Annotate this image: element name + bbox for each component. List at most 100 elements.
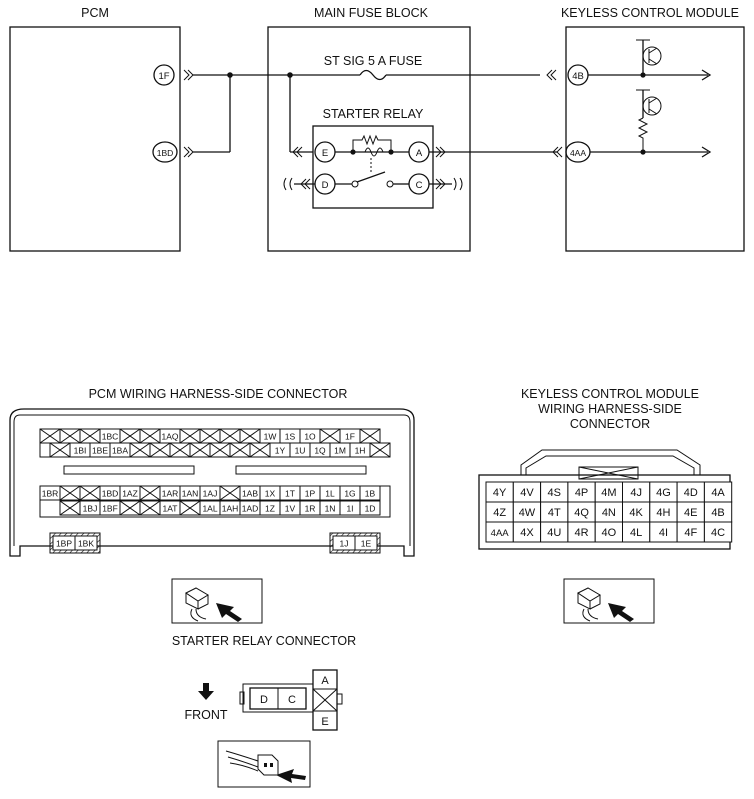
- switch-contact: [386, 180, 394, 188]
- svg-text:1E: 1E: [361, 538, 372, 548]
- connector-pin: 1I: [339, 500, 361, 516]
- svg-text:1AR: 1AR: [162, 488, 179, 498]
- svg-text:1I: 1I: [346, 503, 353, 513]
- svg-text:A: A: [416, 148, 423, 159]
- connector-pin: 1BR: [39, 485, 61, 501]
- connector-pin: 1AJ: [199, 485, 221, 501]
- svg-text:1B: 1B: [365, 488, 376, 498]
- connector-pin: 1U: [289, 442, 311, 458]
- svg-text:1AZ: 1AZ: [122, 488, 138, 498]
- connector-pin: 4T: [540, 501, 569, 523]
- svg-text:4B: 4B: [572, 71, 584, 82]
- svg-text:4Y: 4Y: [493, 487, 507, 499]
- connector-pin-empty: [139, 428, 161, 444]
- svg-text:1BD: 1BD: [157, 148, 174, 158]
- connector-pin: 1BP: [52, 535, 76, 551]
- svg-text:1BJ: 1BJ: [83, 503, 98, 513]
- connector-pin-empty: [319, 428, 341, 444]
- svg-text:4A: 4A: [711, 487, 725, 499]
- svg-text:1O: 1O: [304, 431, 316, 441]
- connector-pin-empty: [189, 442, 211, 458]
- relay-coil: [364, 147, 384, 157]
- arrow-icon: [701, 146, 712, 158]
- connector-chevron: [183, 146, 194, 158]
- connector-pin: 4J: [622, 481, 651, 503]
- connector-pin: 1O: [299, 428, 321, 444]
- connector-pin: 1BD: [99, 485, 121, 501]
- connector-pin: 1AD: [239, 500, 261, 516]
- svg-text:4AA: 4AA: [570, 148, 586, 158]
- svg-text:4F: 4F: [684, 527, 697, 539]
- connector-pin: 4W: [512, 501, 542, 523]
- svg-text:4O: 4O: [602, 527, 617, 539]
- connector-pin-empty: [209, 442, 231, 458]
- svg-text:4AA: 4AA: [491, 528, 510, 539]
- svg-text:1AQ: 1AQ: [161, 431, 178, 441]
- svg-text:4J: 4J: [630, 487, 642, 499]
- connector-pin: 1E: [354, 535, 378, 551]
- connector-pin: 1B: [359, 485, 381, 501]
- connector-chevron: [435, 146, 446, 158]
- svg-text:4K: 4K: [629, 507, 643, 519]
- pcm-box: [9, 26, 181, 252]
- connector-pin-empty: [179, 428, 201, 444]
- connector-pin: 1AB: [239, 485, 261, 501]
- svg-text:1P: 1P: [305, 488, 316, 498]
- front-arrow-icon: [198, 683, 214, 700]
- connector-pin-empty: [359, 428, 381, 444]
- svg-text:1N: 1N: [325, 503, 336, 513]
- main-fuse-block-box: [267, 26, 471, 252]
- svg-text:1BA: 1BA: [112, 445, 128, 455]
- connector-chevron: [552, 146, 563, 158]
- connector-pin: 1G: [339, 485, 361, 501]
- connector-pin: 1AR: [159, 485, 181, 501]
- svg-text:C: C: [416, 180, 423, 191]
- connector-view-icon: [563, 578, 655, 624]
- connector-pin: 4E: [676, 501, 705, 523]
- connector-chevron: [292, 146, 303, 158]
- relay-terminal-c: C: [408, 173, 430, 195]
- svg-text:E: E: [322, 148, 328, 159]
- connector-chevron: [435, 178, 446, 190]
- svg-text:1M: 1M: [334, 445, 346, 455]
- svg-text:4G: 4G: [656, 487, 671, 499]
- kcm-connector-title-1: KEYLESS CONTROL MODULE: [521, 387, 699, 401]
- svg-text:1AB: 1AB: [242, 488, 258, 498]
- connector-pin-empty: [39, 428, 61, 444]
- svg-text:1Z: 1Z: [265, 503, 275, 513]
- connector-pin: 1BE: [89, 442, 111, 458]
- fuse-label: ST SIG 5 A FUSE: [324, 54, 422, 68]
- svg-text:1AN: 1AN: [182, 488, 199, 498]
- relay-connector-pin-a: A: [321, 675, 329, 687]
- arrow-icon: [701, 69, 712, 81]
- connector-pin: 4K: [622, 501, 651, 523]
- connector-pin: 4R: [567, 521, 596, 543]
- connector-pin-empty: [49, 442, 71, 458]
- connector-view-icon: [217, 740, 311, 788]
- pcm-connector-title: PCM WIRING HARNESS-SIDE CONNECTOR: [89, 387, 348, 401]
- connector-pin: 1L: [319, 485, 341, 501]
- terminal-4aa: 4AA: [565, 141, 591, 163]
- svg-text:1F: 1F: [158, 71, 169, 82]
- connector-pin-empty: [199, 428, 221, 444]
- connector-pin: 4G: [649, 481, 678, 503]
- svg-text:4R: 4R: [575, 527, 589, 539]
- fuse-block-title: MAIN FUSE BLOCK: [314, 6, 429, 20]
- connector-pin: 1BA: [109, 442, 131, 458]
- svg-text:1L: 1L: [325, 488, 335, 498]
- svg-text:4M: 4M: [601, 487, 616, 499]
- svg-text:1U: 1U: [295, 445, 306, 455]
- connector-pin: 4M: [594, 481, 624, 503]
- svg-text:1BE: 1BE: [92, 445, 108, 455]
- svg-text:4I: 4I: [659, 527, 668, 539]
- connector-pin: 1M: [329, 442, 351, 458]
- connector-pin: 4H: [649, 501, 678, 523]
- connector-pin: 4B: [703, 501, 733, 523]
- connector-pin-empty: [59, 485, 81, 501]
- terminal-1f: 1F: [153, 64, 175, 86]
- svg-text:4E: 4E: [684, 507, 697, 519]
- relay-connector-pin-e: E: [321, 716, 328, 728]
- connector-pin: 1AQ: [159, 428, 181, 444]
- switch-blade: [356, 171, 386, 183]
